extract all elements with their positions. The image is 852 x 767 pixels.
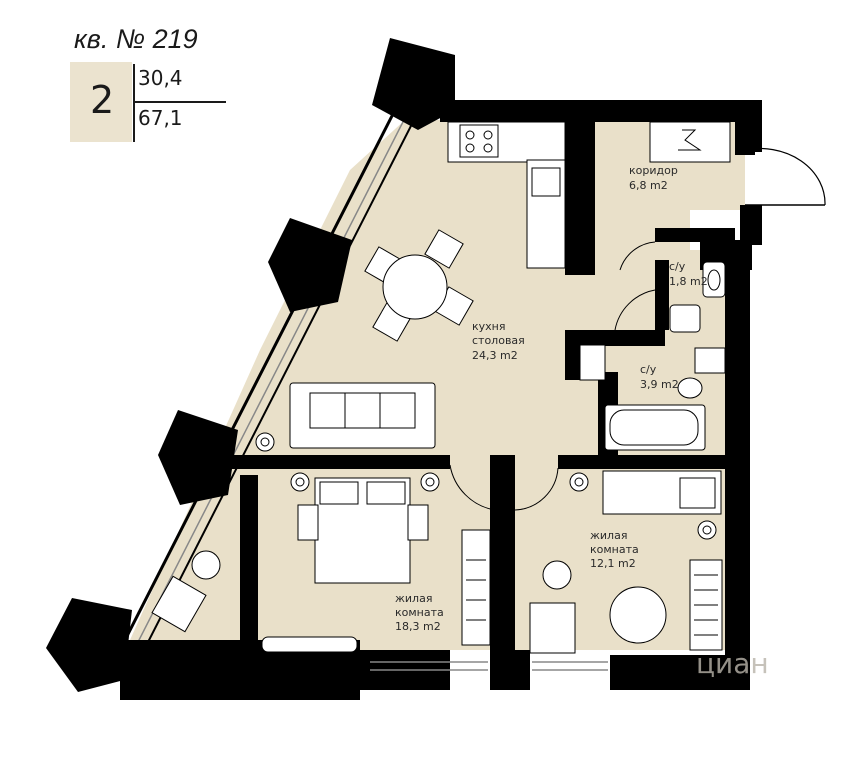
living-left-name-1: жилая (395, 592, 432, 605)
living-area: 30,4 (138, 66, 183, 90)
lamp-markers (255, 432, 717, 540)
rooms-badge (70, 62, 132, 142)
bath-large-area: 3,9 m2 (640, 378, 679, 391)
kitchen-name-1: кухня (472, 320, 505, 333)
kitchen-counter (447, 121, 566, 269)
slanted-window (123, 109, 416, 649)
apartment-title: кв. № 219 (74, 24, 198, 54)
entry-door (744, 147, 826, 206)
wardrobe (649, 121, 731, 163)
area-divider-vertical (133, 64, 135, 142)
pillar-bottom (46, 598, 132, 692)
rooms-count: 2 (90, 78, 115, 122)
living-right-name-2: комната (590, 543, 639, 556)
pillar-upper (268, 218, 352, 312)
dining-set (364, 229, 474, 342)
kitchen-area: 24,3 m2 (472, 349, 518, 362)
walls (120, 100, 762, 700)
pillar-top (372, 38, 455, 130)
bottom-windows (370, 661, 608, 671)
living-left-area: 18,3 m2 (395, 620, 441, 633)
bathroom-fixtures (579, 261, 726, 451)
area-divider-horizontal (133, 101, 226, 103)
pillar-middle (158, 410, 238, 505)
total-area: 67,1 (138, 106, 183, 130)
bath-small-area: 1,8 m2 (669, 275, 708, 288)
door-arcs (449, 241, 656, 511)
corridor-area: 6,8 m2 (629, 179, 668, 192)
sofa (289, 382, 436, 449)
kitchen-name-2: столовая (472, 334, 525, 347)
bath-small-name: с/у (669, 260, 686, 273)
bath-large-name: с/у (640, 363, 657, 376)
living-right-area: 12,1 m2 (590, 557, 636, 570)
watermark: циан (696, 647, 769, 680)
corridor-name: коридор (629, 164, 678, 177)
left-room-furniture (151, 477, 429, 653)
living-right-name-1: жилая (590, 529, 627, 542)
living-left-name-2: комната (395, 606, 444, 619)
right-room-furniture (461, 470, 723, 654)
